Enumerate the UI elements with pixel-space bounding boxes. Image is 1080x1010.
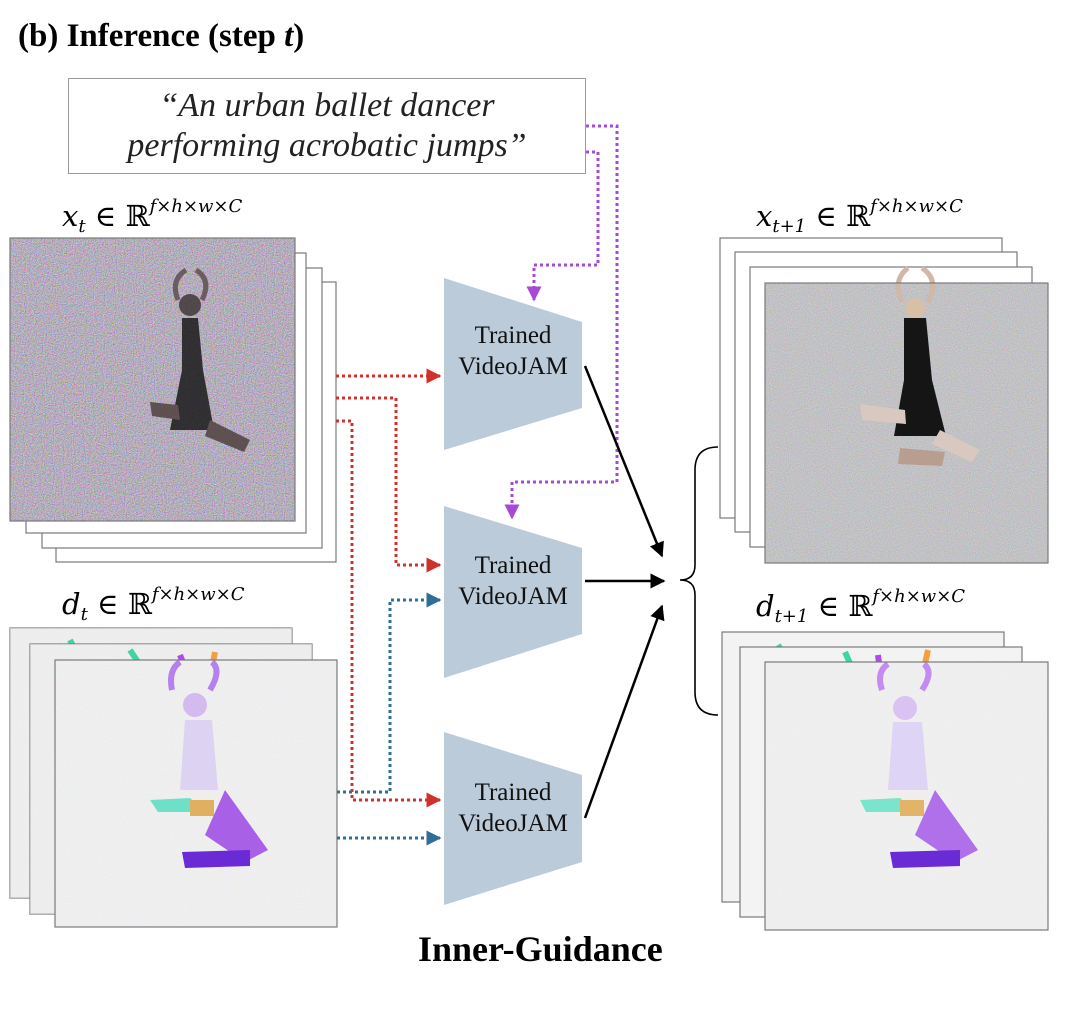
output-motion-stack	[721, 631, 1049, 931]
prompt-line-1: “An urban ballet dancer	[159, 87, 495, 124]
model-1-label-line-2: VideoJAM	[458, 353, 568, 380]
video-arrow-to-model-2	[336, 396, 442, 573]
dancer-silhouette-icon	[860, 265, 980, 466]
label-x-t1-sub: t+1	[772, 216, 807, 237]
model-3-label-line-2: VideoJAM	[458, 810, 568, 837]
text-prompt-box: “An urban ballet dancer performing acrob…	[68, 78, 586, 174]
prompt-line-2: performing acrobatic jumps”	[127, 127, 527, 164]
motion-flow-dancer-icon	[860, 661, 978, 868]
label-d-t-sub: t	[80, 604, 88, 625]
video-arrows	[336, 368, 442, 808]
label-x-t1-base: x	[756, 199, 773, 233]
input-video-frame-front	[9, 237, 296, 522]
title-step-variable: t	[284, 18, 294, 54]
label-d-t: dt ∈ ℝf×h×w×C	[62, 584, 245, 625]
model-2-label-line-2: VideoJAM	[458, 583, 568, 610]
label-d-t-plus-1: dt+1 ∈ ℝf×h×w×C	[756, 586, 965, 627]
output-arrows	[583, 365, 666, 819]
label-x-t-rel: ∈ ℝ	[85, 199, 150, 233]
output-video-stack	[719, 237, 1049, 564]
model-3-label: Trained VideoJAM	[438, 777, 588, 839]
output-video-frame-front	[764, 265, 1049, 564]
model-block-2	[444, 506, 582, 678]
label-x-t-plus-1: xt+1 ∈ ℝf×h×w×C	[756, 196, 963, 237]
model-2-label: Trained VideoJAM	[438, 550, 588, 612]
dancer-silhouette-icon	[150, 267, 250, 452]
model-2-label-line-1: Trained	[474, 552, 552, 579]
motion-arrow-to-model-2	[337, 592, 442, 794]
model-1-label-line-1: Trained	[474, 322, 552, 349]
input-motion-stack	[9, 627, 338, 928]
model-block-1	[444, 278, 582, 450]
model-block-3	[444, 732, 582, 905]
output-arrow-model-1	[583, 365, 664, 558]
input-video-stack	[9, 237, 337, 563]
output-arrow-model-3	[583, 604, 665, 819]
inner-guidance-caption: Inner-Guidance	[418, 929, 663, 969]
figure-title: (b) Inference (step t)	[18, 18, 304, 55]
label-d-t1-base: d	[756, 589, 775, 623]
label-x-t1-sup: f×h×w×C	[870, 196, 963, 217]
label-x-t1-rel: ∈ ℝ	[806, 199, 871, 233]
label-x-t-sup: f×h×w×C	[149, 196, 243, 217]
label-x-t-base: x	[62, 199, 79, 233]
label-d-t1-sup: f×h×w×C	[872, 586, 966, 607]
video-arrow-to-model-3	[336, 419, 442, 808]
output-motion-frame-front	[764, 661, 1049, 931]
label-x-t-sub: t	[78, 216, 86, 237]
output-brace	[679, 446, 719, 716]
text-arrow-to-model-2	[504, 124, 619, 520]
label-x-t: xt ∈ ℝf×h×w×C	[62, 196, 242, 237]
title-suffix: )	[293, 18, 305, 54]
title-prefix: (b) Inference (step	[18, 18, 285, 54]
label-d-t1-sub: t+1	[774, 606, 809, 627]
motion-arrows	[337, 592, 442, 846]
motion-flow-dancer-icon	[150, 659, 268, 868]
input-motion-frame-front	[54, 659, 338, 928]
label-d-t1-rel: ∈ ℝ	[808, 589, 873, 623]
text-arrow-to-model-1	[526, 150, 600, 302]
model-3-label-line-1: Trained	[474, 779, 552, 806]
model-1-label: Trained VideoJAM	[438, 320, 588, 382]
label-d-t-rel: ∈ ℝ	[87, 587, 152, 621]
label-d-t-base: d	[62, 587, 81, 621]
label-d-t-sup: f×h×w×C	[151, 584, 245, 605]
text-arrows	[504, 124, 619, 520]
